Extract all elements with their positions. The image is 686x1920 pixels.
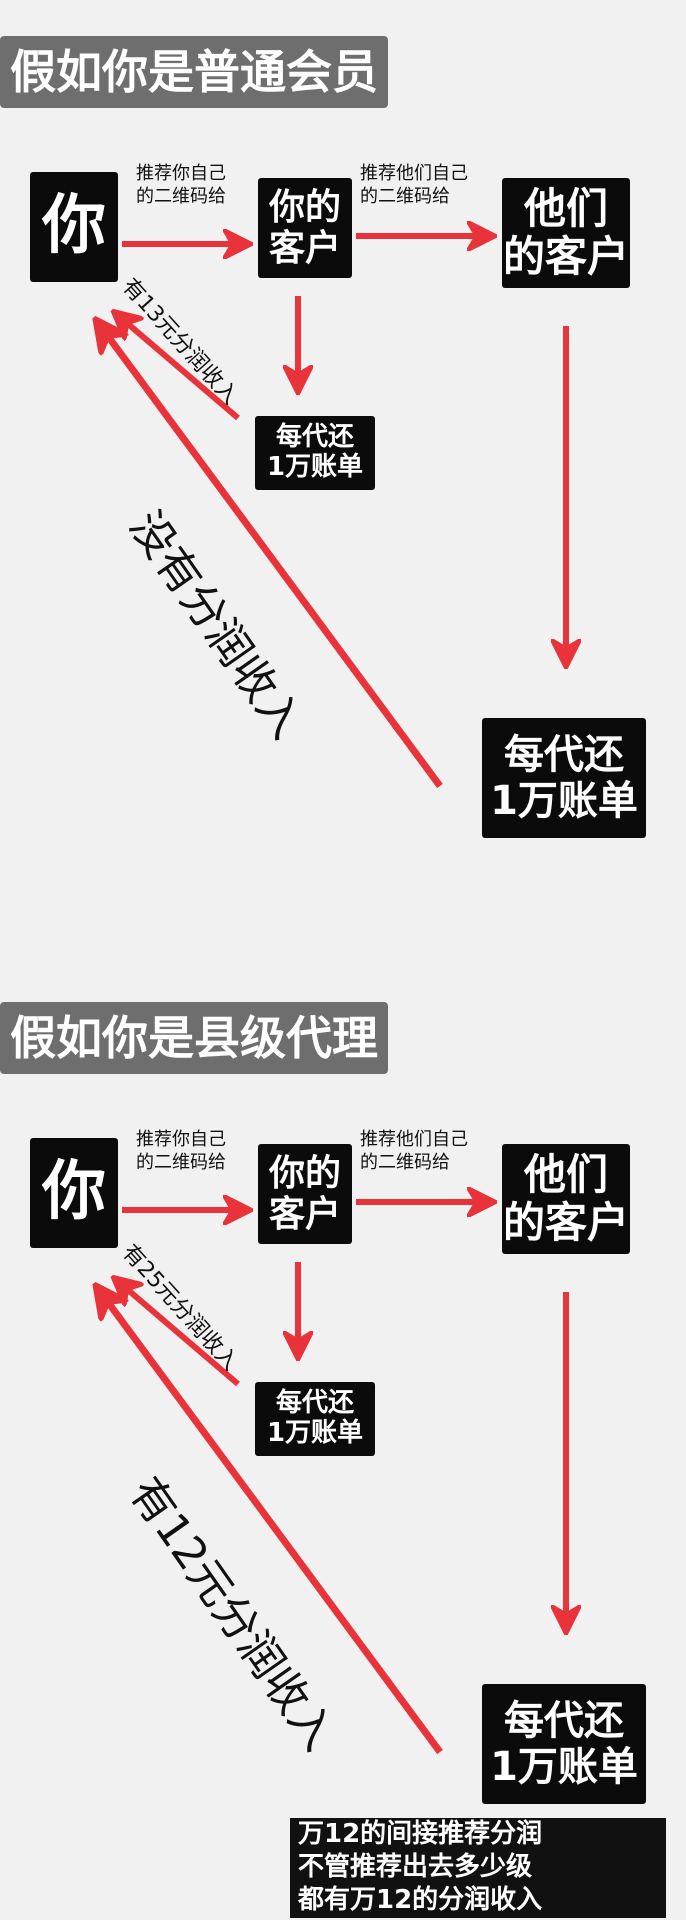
their-clients-line2: 的客户 [502,1198,629,1247]
bill-small-box: 每代还 1万账单 [255,416,375,490]
arrows-layer [0,966,686,1755]
arrow-small-income-to-you [114,312,240,421]
indirect-commission-note: 万12的间接推荐分润 不管推荐出去多少级 都有万12的分润收入 [290,1818,666,1918]
arrow-small-income-to-you [114,1278,240,1387]
recommend-their-qr-label: 推荐他们自己 的二维码给 [360,163,468,208]
bill-small-box: 每代还 1万账单 [255,1382,375,1456]
client-box: 你的 客户 [258,178,352,278]
client-label-line2: 客户 [268,1194,341,1235]
bill-big-box: 每代还 1万账单 [482,1684,646,1804]
you-box: 你 [30,1138,118,1248]
recommend-your-qr-label: 推荐你自己 的二维码给 [136,1129,226,1174]
client-label-line1: 你的 [268,1152,341,1194]
note-line2: 不管推荐出去多少级 [298,1852,533,1882]
bill-big-line2: 1万账单 [490,1744,638,1790]
their-clients-box: 他们 的客户 [502,1144,630,1254]
bill-small-line2: 1万账单 [266,1418,364,1448]
arrow-big-income-to-you [96,320,443,789]
recommend-their-qr-label: 推荐他们自己 的二维码给 [360,1129,468,1174]
bill-small-line1: 每代还 [275,422,354,453]
bill-big-line1: 每代还 [504,732,624,778]
client-box: 你的 客户 [258,1144,352,1244]
their-clients-line1: 他们 [523,183,608,233]
recommend-your-qr-label: 推荐你自己 的二维码给 [136,163,226,208]
section-title: 假如你是县级代理 [0,1002,388,1074]
bill-small-line1: 每代还 [275,1388,354,1419]
you-box: 你 [30,172,118,282]
bill-small-line2: 1万账单 [266,452,364,482]
section-member: 假如你是普通会员 你 你的 客户 他们 的客户 推荐你自己 的二维码给 推荐他们… [0,0,686,940]
their-clients-line2: 的客户 [502,232,629,281]
section-county-agent: 假如你是县级代理 你 你的 客户 他们 的客户 推荐你自己 的二维码给 推荐他们… [0,966,686,1906]
bill-big-line2: 1万账单 [490,778,638,824]
their-clients-line1: 他们 [523,1149,608,1199]
bill-big-line1: 每代还 [504,1698,624,1744]
their-clients-box: 他们 的客户 [502,178,630,288]
note-line1: 万12的间接推荐分润 [298,1819,543,1849]
bill-big-box: 每代还 1万账单 [482,718,646,838]
arrows-layer [0,0,686,789]
you-label: 你 [42,189,106,264]
arrow-big-income-to-you [96,1286,443,1755]
client-label-line1: 你的 [268,186,341,228]
note-line3: 都有万12的分润收入 [298,1885,543,1915]
section-title: 假如你是普通会员 [0,36,388,108]
you-label: 你 [42,1155,106,1230]
client-label-line2: 客户 [268,228,341,269]
